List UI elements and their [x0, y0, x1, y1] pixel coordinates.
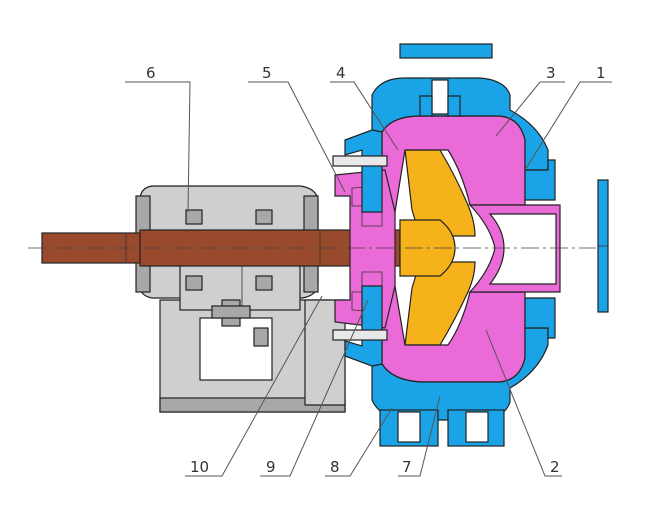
leader-1: [524, 81, 612, 171]
callout-labels: 6 5 4 3 1 10 9 8 7 2: [146, 64, 606, 476]
callout-leaders: [125, 81, 612, 477]
discharge-flange-top: [399, 43, 493, 59]
suction-flange-upper: [524, 159, 556, 201]
leader-10: [185, 295, 323, 477]
callout-1: 1: [596, 64, 606, 82]
frame-plate: [344, 129, 383, 213]
leader-3: [495, 81, 565, 137]
leader-4: [330, 81, 399, 151]
pump-casing: [332, 43, 556, 447]
housing-bolt-4: [185, 275, 203, 291]
callout-7: 7: [402, 458, 412, 476]
housing-bolt-3: [255, 275, 273, 291]
leader-2: [485, 329, 562, 477]
callout-10: 10: [190, 458, 209, 476]
callout-6: 6: [146, 64, 156, 82]
impeller-upper-vane: [404, 149, 476, 237]
leader-7: [398, 395, 441, 477]
leader-5: [248, 81, 346, 193]
frame-window: [199, 317, 273, 381]
leader-9: [260, 299, 369, 477]
impeller-lower-vane: [404, 261, 476, 346]
housing-bolt-1: [185, 209, 203, 225]
callout-2: 2: [550, 458, 560, 476]
callout-3: 3: [546, 64, 556, 82]
frame-adapter: [304, 299, 346, 406]
leader-8: [325, 407, 393, 477]
frame-bolt-lower: [253, 327, 269, 347]
bearing-frame: [135, 185, 346, 413]
suction-flange-lower: [524, 297, 556, 339]
callout-9: 9: [266, 458, 276, 476]
callout-8: 8: [330, 458, 340, 476]
housing-bolt-2: [255, 209, 273, 225]
callout-5: 5: [262, 64, 272, 82]
callout-4: 4: [336, 64, 346, 82]
leader-6: [125, 81, 191, 213]
casing-upper: [371, 77, 549, 171]
